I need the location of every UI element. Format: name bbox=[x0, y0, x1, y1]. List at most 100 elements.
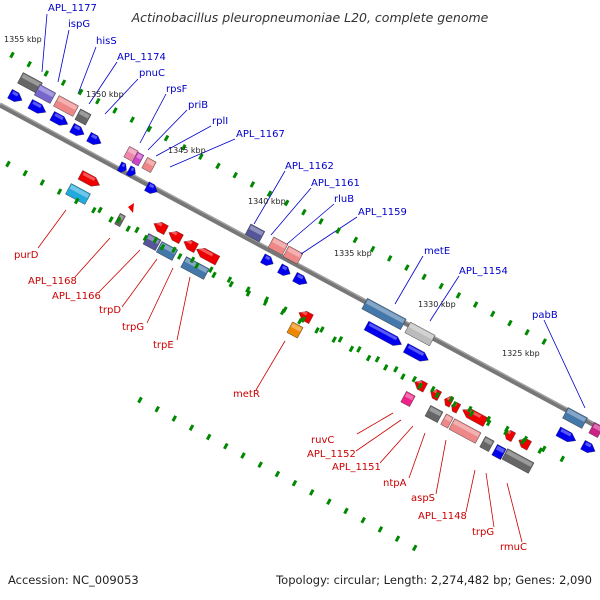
feature-tracks bbox=[0, 72, 600, 474]
reverse-gene-label: purD bbox=[14, 250, 39, 261]
reverse-tick-dot bbox=[365, 354, 372, 362]
label-connector bbox=[255, 340, 286, 391]
reverse-tick-dot bbox=[194, 262, 200, 270]
reverse-cds-arrow bbox=[430, 389, 442, 401]
inner-tick-dot bbox=[467, 405, 473, 413]
outer-tick-dot bbox=[326, 498, 332, 506]
reverse-tick-dot bbox=[5, 160, 11, 168]
label-connector bbox=[356, 412, 394, 435]
inner-tick-dot bbox=[541, 445, 547, 453]
label-connector bbox=[41, 13, 48, 73]
forward-tick-dot bbox=[146, 125, 153, 133]
reverse-gene-label: APL_1152 bbox=[307, 449, 356, 460]
gene-region-box bbox=[440, 413, 454, 429]
forward-cds-arrow bbox=[86, 132, 102, 145]
inner-tick-dot bbox=[263, 296, 270, 303]
outer-tick-dot bbox=[171, 415, 178, 422]
genome-backbone bbox=[0, 102, 600, 431]
reverse-gene-label: APL_1151 bbox=[332, 462, 381, 473]
forward-tick-dot bbox=[318, 218, 324, 225]
label-connector bbox=[435, 439, 447, 495]
inner-tick-dot bbox=[282, 306, 288, 313]
kbp-tick-label: 1355 kbp bbox=[4, 35, 42, 44]
outer-tick-dot bbox=[377, 526, 384, 533]
gene-region-box bbox=[74, 108, 92, 126]
inner-tick-dot bbox=[448, 395, 455, 403]
reverse-cds-arrow bbox=[518, 437, 532, 451]
reverse-gene-label: APL_1166 bbox=[52, 291, 101, 302]
inner-tick-dot bbox=[522, 435, 529, 443]
inner-tick-dot bbox=[226, 276, 233, 284]
reverse-cds-arrow bbox=[168, 230, 184, 244]
reverse-tick-dot bbox=[400, 373, 406, 380]
reverse-cds-arrow bbox=[183, 239, 199, 253]
label-connector bbox=[379, 425, 414, 464]
gene-region-box bbox=[479, 436, 495, 452]
forward-tick-dot bbox=[215, 162, 221, 170]
forward-tick-dot bbox=[95, 97, 101, 105]
kbp-ticks bbox=[5, 51, 566, 552]
label-connector bbox=[355, 419, 402, 452]
inner-tick-dot bbox=[356, 346, 362, 353]
reverse-tick-dot bbox=[434, 391, 440, 399]
gene-region-box bbox=[448, 418, 482, 444]
forward-gene-label: APL_1174 bbox=[117, 52, 166, 63]
label-connector bbox=[57, 29, 70, 83]
forward-tick-dot bbox=[352, 236, 359, 244]
inner-tick-dot bbox=[189, 256, 196, 264]
map-title: Actinobacillus pleuropneumoniae L20, com… bbox=[131, 10, 489, 25]
inner-tick-dot bbox=[319, 326, 325, 333]
reverse-gene-label: rmuC bbox=[500, 542, 527, 553]
reverse-tick-dot bbox=[228, 280, 234, 288]
label-connector bbox=[394, 255, 424, 305]
forward-tick-dot bbox=[541, 338, 547, 345]
reverse-cds-arrow bbox=[77, 170, 100, 187]
reverse-tick-dot bbox=[314, 327, 320, 334]
inner-tick-dot bbox=[411, 375, 418, 383]
forward-cds-arrow bbox=[363, 320, 402, 346]
forward-gene-label: APL_1162 bbox=[285, 161, 334, 172]
forward-tick-dot bbox=[43, 70, 50, 77]
forward-tick-dot bbox=[369, 245, 376, 253]
reverse-gene-label: metR bbox=[233, 389, 260, 400]
reverse-tick-dot bbox=[451, 401, 458, 408]
forward-gene-label: APL_1161 bbox=[311, 178, 360, 189]
gene-region-box bbox=[65, 183, 91, 205]
label-connector bbox=[88, 61, 118, 105]
reverse-tick-dot bbox=[39, 179, 46, 186]
forward-cds-arrow bbox=[260, 253, 274, 266]
reverse-cds-arrow bbox=[153, 221, 169, 235]
forward-cds-arrow bbox=[116, 161, 127, 173]
reverse-tick-dot bbox=[159, 243, 166, 251]
forward-tick-dot bbox=[438, 282, 444, 290]
reverse-cds-arrow bbox=[128, 203, 134, 213]
kbp-tick-label: 1335 kbp bbox=[334, 249, 372, 258]
label-connector bbox=[270, 187, 312, 236]
forward-tick-dot bbox=[249, 181, 256, 188]
reverse-tick-dot bbox=[211, 271, 217, 279]
forward-tick-dot bbox=[9, 51, 15, 59]
reverse-tick-dot bbox=[142, 234, 149, 242]
inner-tick-dot bbox=[559, 455, 566, 463]
label-connector bbox=[147, 109, 188, 151]
outer-tick-dot bbox=[205, 433, 212, 441]
forward-gene-label: APL_1177 bbox=[48, 3, 97, 14]
reverse-gene-label: trpD bbox=[99, 305, 121, 316]
label-connector bbox=[543, 319, 586, 409]
label-connector bbox=[169, 138, 236, 168]
forward-tick-dot bbox=[198, 153, 204, 161]
reverse-gene-label: APL_1148 bbox=[418, 511, 467, 522]
gene-region-box bbox=[267, 236, 289, 256]
reverse-tick-dot bbox=[125, 225, 131, 233]
label-connector bbox=[286, 203, 335, 245]
forward-gene-label: rluB bbox=[334, 194, 354, 205]
outer-tick-dot bbox=[343, 507, 349, 515]
reverse-tick-dot bbox=[22, 169, 28, 177]
reverse-cds-arrow bbox=[504, 430, 516, 442]
forward-cds-arrow bbox=[144, 181, 158, 194]
reverse-tick-dot bbox=[56, 188, 63, 196]
kbp-tick-label: 1325 kbp bbox=[502, 349, 540, 358]
reverse-tick-dot bbox=[417, 382, 423, 390]
